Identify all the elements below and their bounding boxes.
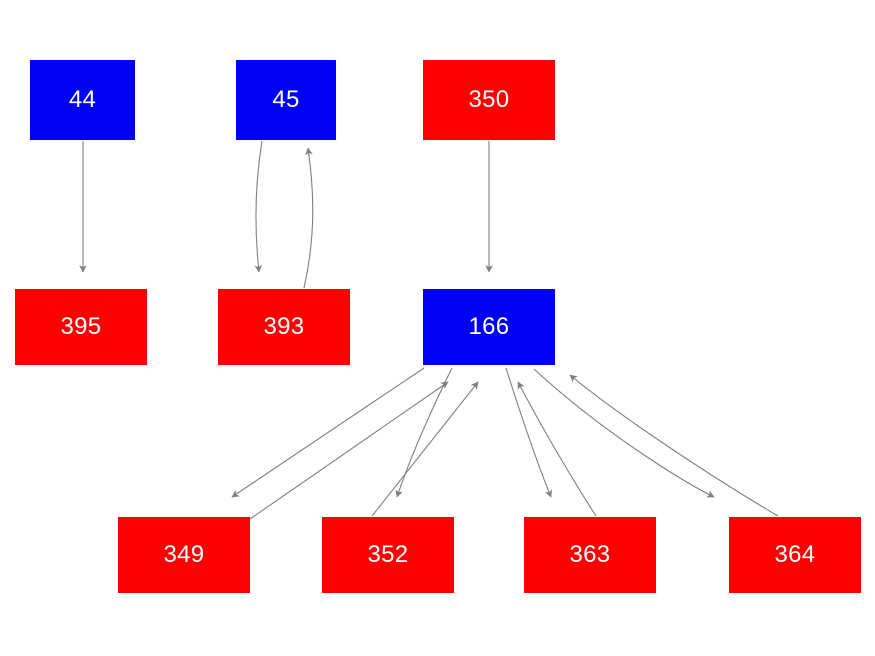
- graph-edge-166-to-349: [231, 367, 425, 498]
- graph-edge-166-to-363: [505, 367, 552, 498]
- graph-node-363[interactable]: 363: [524, 517, 656, 593]
- graph-edge-166-to-352: [395, 367, 453, 498]
- graph-node-label: 393: [263, 313, 305, 340]
- graph-node-label: 352: [367, 541, 409, 568]
- graph-node-45[interactable]: 45: [236, 60, 336, 140]
- graph-edge-349-to-166: [249, 381, 449, 520]
- graph-node-364[interactable]: 364: [729, 517, 861, 593]
- graph-node-label: 166: [468, 313, 510, 340]
- graph-node-label: 45: [272, 86, 300, 113]
- graph-node-label: 44: [68, 86, 97, 113]
- graph-node-166[interactable]: 166: [423, 289, 555, 365]
- graph-node-350[interactable]: 350: [423, 60, 555, 140]
- graph-node-label: 350: [468, 86, 510, 113]
- graph-node-label: 363: [569, 541, 611, 568]
- graph-node-label: 395: [60, 313, 102, 340]
- graph-node-44[interactable]: 44: [30, 60, 135, 140]
- graph-edge-166-to-364: [533, 368, 715, 498]
- graph-edge-393-to-45: [303, 147, 314, 289]
- graph-edge-352-to-166: [371, 381, 479, 517]
- edge-group: [79, 140, 779, 520]
- graph-edge-45-to-393: [254, 140, 263, 273]
- graph-edge-363-to-166: [517, 381, 597, 517]
- graph-node-349[interactable]: 349: [118, 517, 250, 593]
- graph-node-352[interactable]: 352: [322, 517, 454, 593]
- graph-node-label: 364: [774, 541, 816, 568]
- graph-edge-364-to-166: [569, 374, 779, 517]
- graph-node-label: 349: [163, 541, 205, 568]
- graph-node-395[interactable]: 395: [15, 289, 147, 365]
- graph-node-393[interactable]: 393: [218, 289, 350, 365]
